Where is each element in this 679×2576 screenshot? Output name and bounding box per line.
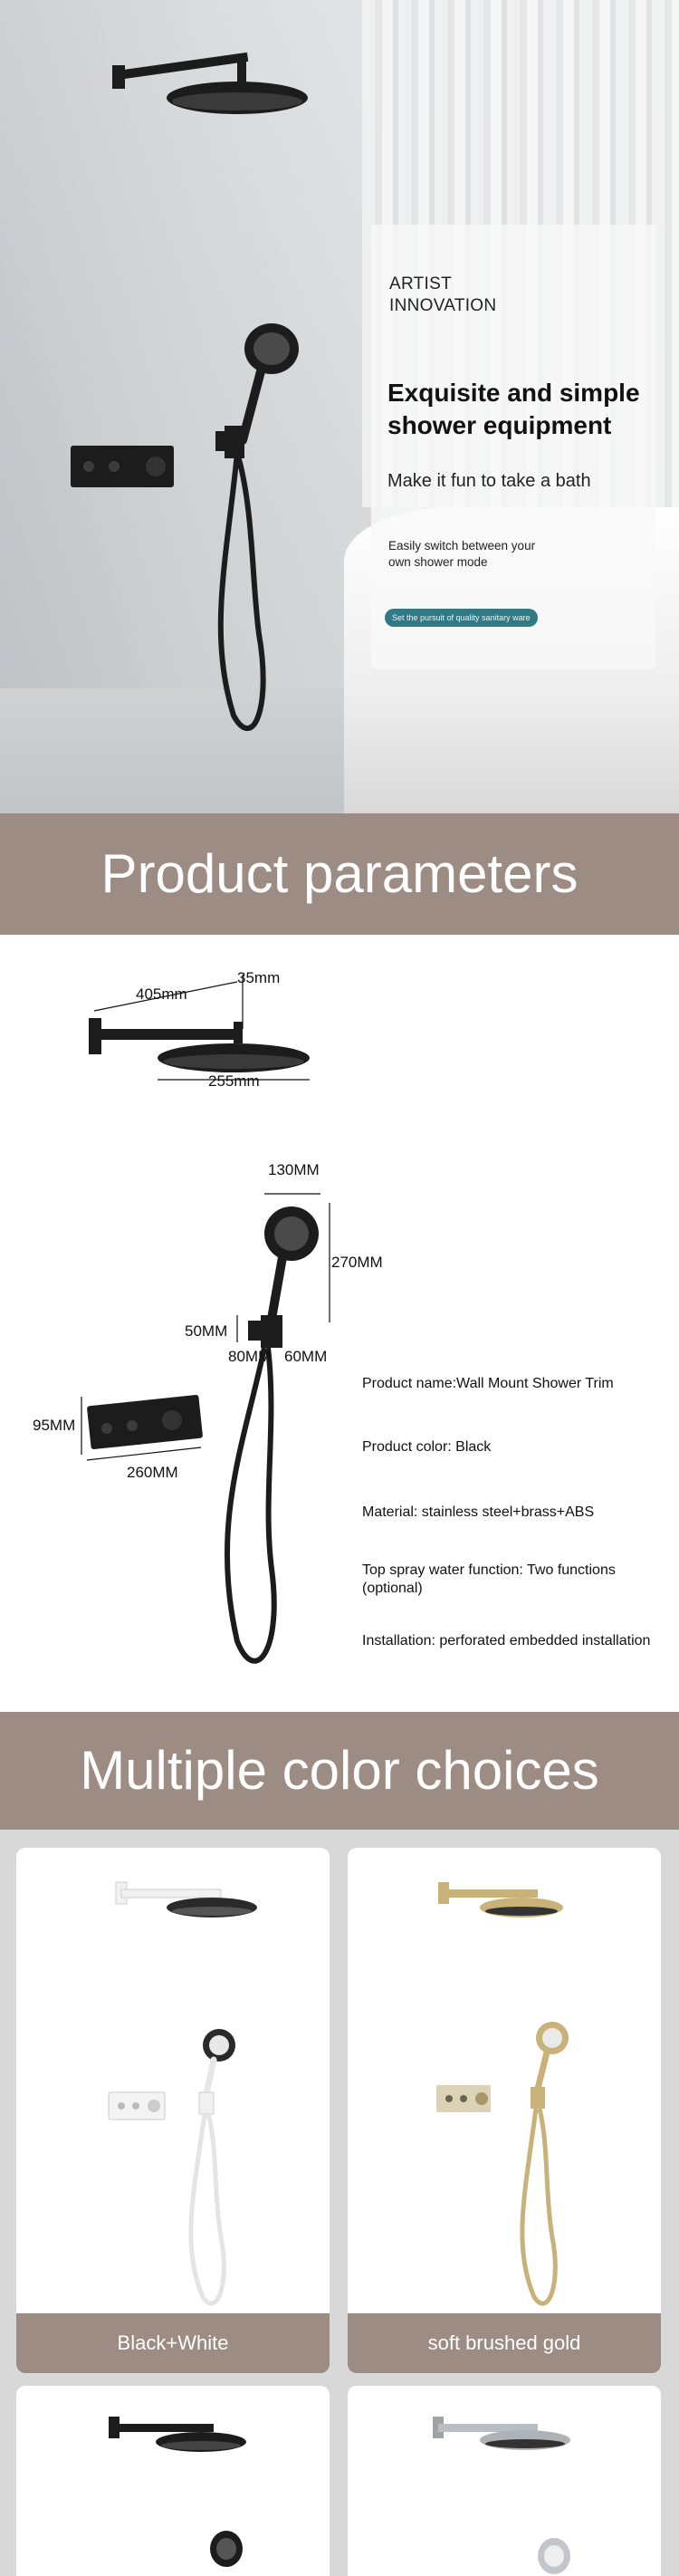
color-card-white[interactable]: Black+White	[16, 1848, 330, 2373]
dim-bracket-width-2: 60MM	[284, 1348, 328, 1365]
spec-material: Material: stainless steel+brass+ABS	[362, 1504, 595, 1520]
dim-arm-drop: 35mm	[237, 969, 281, 986]
color-choices: Black+White soft brushed gold	[0, 1830, 679, 2576]
dim-head-diameter: 255mm	[208, 1072, 260, 1090]
floor-image	[0, 688, 380, 813]
dim-bracket-width-1: 80MM	[228, 1348, 272, 1365]
dim-valve-height: 95MM	[33, 1417, 76, 1434]
dim-valve-width: 260MM	[127, 1464, 178, 1481]
dim-arm-length: 405mm	[136, 985, 187, 1003]
product-parameters: 405mm 35mm 255mm 130MM 270MM 50MM 80MM 6…	[0, 935, 679, 1712]
spec-product-name: Product name:Wall Mount Shower Trim	[362, 1376, 614, 1391]
spec-spray-function: Top spray water function: Two functions …	[362, 1562, 616, 1596]
gold-shower-set-image	[436, 1882, 569, 2306]
hero-note: Easily switch between your own shower mo…	[388, 539, 536, 569]
shower-set-image	[71, 52, 308, 731]
color-label: soft brushed gold	[348, 2313, 661, 2373]
black-shower-set-image	[109, 2417, 246, 2567]
color-card-chrome[interactable]	[348, 2386, 661, 2576]
dim-hand-height: 270MM	[331, 1254, 383, 1271]
hero-banner: ARTIST INNOVATION Exquisite and simple s…	[0, 0, 679, 813]
color-card-black[interactable]	[16, 2386, 330, 2576]
brand-line-2: INNOVATION	[389, 296, 497, 315]
hero-subhead: Make it fun to take a bath	[387, 471, 591, 491]
color-label: Black+White	[16, 2313, 330, 2373]
section-title: Multiple color choices	[80, 1740, 599, 1801]
quality-pill-button[interactable]: Set the pursuit of quality sanitary ware	[385, 609, 538, 627]
wall-background	[0, 0, 380, 813]
brand-name: ARTIST INNOVATION	[389, 274, 570, 317]
dim-bracket-height: 50MM	[185, 1322, 228, 1340]
dim-hand-width: 130MM	[268, 1161, 320, 1178]
chrome-shower-set-image	[433, 2417, 570, 2574]
hero-headline: Exquisite and simple shower equipment	[387, 379, 640, 439]
dimension-drawing	[81, 975, 330, 1664]
section-banner-parameters: Product parameters	[0, 813, 679, 935]
brand-line-1: ARTIST	[389, 274, 453, 293]
hero-info-card	[371, 225, 655, 668]
section-title: Product parameters	[100, 843, 579, 904]
white-shower-set-image	[108, 1881, 257, 2306]
section-banner-colors: Multiple color choices	[0, 1712, 679, 1830]
spec-product-color: Product color: Black	[362, 1439, 492, 1455]
spec-installation: Installation: perforated embedded instal…	[362, 1633, 651, 1648]
color-card-gold[interactable]: soft brushed gold	[348, 1848, 661, 2373]
